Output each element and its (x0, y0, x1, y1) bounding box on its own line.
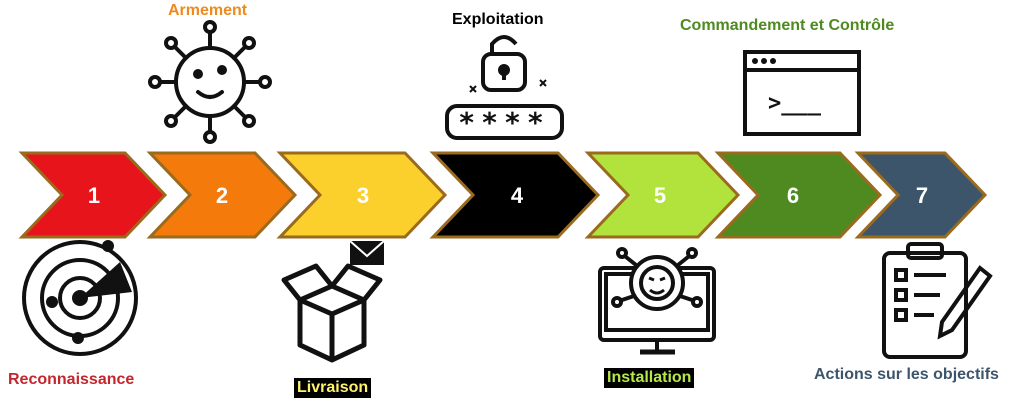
chevron-3 (276, 151, 448, 239)
chevron-row (18, 151, 988, 239)
label-installation: Installation (604, 368, 695, 388)
radar-icon (22, 240, 138, 356)
chevron-1-number: 1 (88, 183, 100, 208)
terminal-prompt: >___ (768, 91, 822, 116)
password-mask: **** (458, 106, 549, 139)
terminal-window-icon (743, 50, 861, 136)
infected-monitor-icon (598, 247, 716, 355)
chevron-1 (18, 151, 168, 239)
chevron-2 (146, 151, 298, 239)
open-box-icon (281, 263, 383, 363)
label-armement: Armement (168, 2, 248, 19)
label-actions-sur-les-objectifs: Actions sur les objectifs (814, 366, 999, 383)
chevron-7-number: 7 (916, 183, 928, 208)
chevron-5 (584, 151, 741, 239)
chevron-6-number: 6 (787, 183, 799, 208)
clipboard-checklist-icon (882, 242, 993, 359)
label-reconnaissance: Reconnaissance (8, 371, 135, 388)
envelope-icon (349, 240, 385, 265)
chevron-4-number: 4 (511, 183, 524, 208)
virus-icon (148, 20, 272, 144)
chevron-5-number: 5 (654, 183, 666, 208)
chevron-2-number: 2 (216, 183, 228, 208)
label-livraison: Livraison (294, 378, 372, 398)
chevron-7 (854, 151, 988, 239)
chevron-3-number: 3 (357, 183, 369, 208)
label-exploitation: Exploitation (452, 11, 544, 28)
chevron-4 (429, 151, 601, 239)
unlocked-padlock-password-icon (445, 35, 564, 140)
label-commandement-et-controle: Commandement et Contrôle (680, 17, 895, 34)
chevron-6 (714, 151, 883, 239)
